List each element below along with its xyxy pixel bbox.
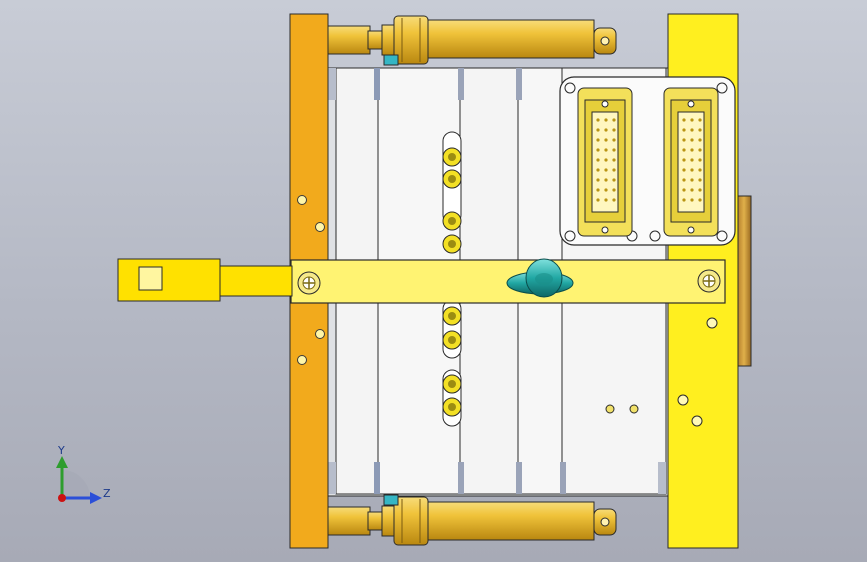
right-plate-holes <box>605 317 718 427</box>
screw-head-icon <box>442 211 462 231</box>
screw-head-icon <box>442 169 462 189</box>
screw-head-icon <box>697 269 721 293</box>
screw-head-icon <box>442 374 462 394</box>
screw-head-icon <box>442 330 462 350</box>
triad-z-label: Z <box>103 487 111 500</box>
multi-pin-connector-icon[interactable] <box>577 87 633 237</box>
coordinate-triad-icon: Y Z <box>56 444 111 504</box>
screw-head-icon <box>442 234 462 254</box>
screw-head-icon <box>442 306 462 326</box>
hydraulic-cylinder-icon[interactable] <box>327 15 617 66</box>
guide-shaft <box>117 258 293 302</box>
screw-head-icon <box>442 147 462 167</box>
screw-head-icon <box>297 271 321 295</box>
triad-y-label: Y <box>57 444 65 457</box>
multi-pin-connector-icon[interactable] <box>663 87 719 237</box>
hydraulic-cylinder-icon[interactable] <box>327 494 617 546</box>
left-plate-holes <box>297 195 325 365</box>
screw-head-icon <box>442 397 462 417</box>
screw-column <box>442 131 462 427</box>
right-bracket <box>736 195 752 367</box>
lifting-handle-icon[interactable] <box>506 258 574 298</box>
connector-panel[interactable] <box>559 76 736 246</box>
